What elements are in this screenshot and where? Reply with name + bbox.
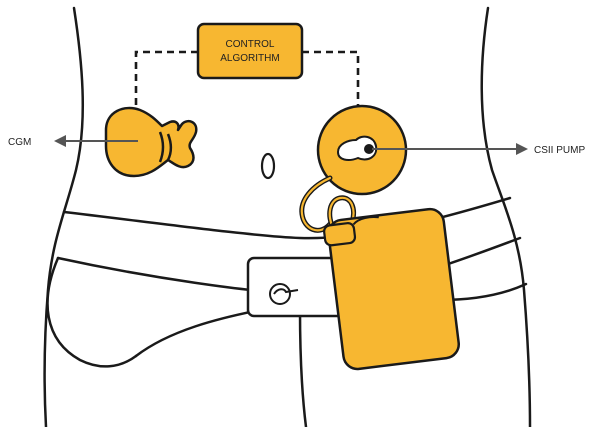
crotch-line <box>298 308 308 427</box>
cgm-sensor-body <box>104 106 198 178</box>
torso-left-edge <box>43 6 85 427</box>
belt-button <box>269 283 291 305</box>
cgm-sensor <box>104 106 198 178</box>
navel <box>260 152 276 180</box>
control-label-line1: CONTROL <box>226 39 275 50</box>
belt-button-slit <box>273 288 299 295</box>
left-inner-leg <box>134 308 262 358</box>
insulin-pump-body <box>327 207 460 371</box>
pump-label: CSII PUMP <box>534 145 585 156</box>
pump-site-dot <box>364 144 374 154</box>
pump-infusion-site <box>336 135 378 161</box>
insulin-pump-clip <box>352 216 379 226</box>
insulin-pump <box>323 207 460 371</box>
dashed-line-left <box>134 50 198 116</box>
cgm-arrow-head <box>54 135 66 147</box>
torso-right-edge <box>480 6 532 427</box>
control-label-line2: ALGORITHM <box>220 53 279 64</box>
pump-tubing-fill <box>300 176 332 232</box>
dashed-line-right <box>302 50 360 112</box>
cgm-sensor-ridge-2 <box>166 133 173 161</box>
insulin-pump-connector <box>323 222 357 247</box>
left-leg-opening <box>46 256 138 368</box>
pump-arrow-head <box>516 143 528 155</box>
dashed-connection <box>134 50 360 116</box>
cgm-sensor-ridge <box>158 131 165 163</box>
control-algorithm-box <box>196 22 304 80</box>
cgm-label: CGM <box>8 137 31 148</box>
